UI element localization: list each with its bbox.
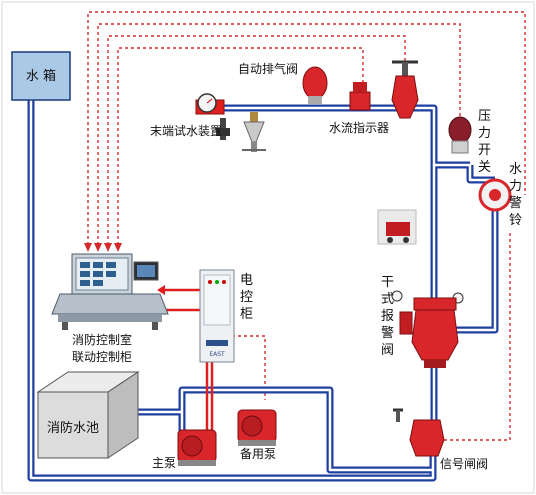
- standby-pump: [237, 409, 277, 446]
- end-test-device-label: 末端试水装置: [150, 123, 222, 138]
- sprinkler-head-icon: [242, 112, 266, 152]
- svg-text:式: 式: [381, 292, 394, 307]
- signal-line-alarm-bell: [87, 11, 526, 245]
- signal-lines: [87, 11, 526, 441]
- svg-text:力: 力: [509, 179, 522, 194]
- svg-text:铃: 铃: [509, 213, 522, 228]
- dry-alarm-valve-label: 干 式 报 警 阀: [381, 275, 394, 358]
- gate-valve-top: [391, 60, 419, 119]
- svg-text:警: 警: [381, 325, 394, 341]
- pressure-switch: [448, 116, 472, 154]
- cabinet-brand: EAST: [209, 351, 225, 358]
- power-lines: [165, 288, 214, 435]
- svg-text:关: 关: [478, 160, 491, 175]
- end-test-device: [195, 93, 230, 140]
- svg-text:开: 开: [478, 143, 491, 158]
- svg-text:力: 力: [478, 126, 491, 141]
- control-room-label-1: 消防控制室: [72, 332, 132, 347]
- signal-line-gate-valve: [107, 35, 406, 245]
- auto-exhaust-valve-label: 自动排气阀: [238, 61, 298, 76]
- flow-indicator-label: 水流指示器: [329, 120, 389, 135]
- svg-text:报: 报: [381, 309, 394, 324]
- water-tank-label: 水 箱: [26, 68, 56, 84]
- signal-gate-valve: [393, 408, 445, 457]
- signal-gate-valve-label: 信号闸阀: [440, 457, 488, 471]
- control-room-label-2: 联动控制柜: [72, 350, 132, 364]
- svg-text:干: 干: [381, 275, 394, 290]
- signal-line-pressure-switch: [97, 23, 461, 245]
- main-pump: [177, 429, 217, 466]
- water-alarm-bell-label: 水 力 警 铃: [509, 162, 522, 228]
- svg-text:电: 电: [240, 273, 253, 288]
- flow-indicator: [349, 82, 371, 111]
- standby-pump-label: 备用泵: [240, 447, 276, 461]
- auto-exhaust-valve: [302, 66, 328, 104]
- signal-line-flow-indicator: [117, 47, 364, 245]
- electric-cabinet-label: 电 控 柜: [240, 273, 253, 322]
- signal-line-signal-valve: [420, 230, 511, 441]
- water-tank: 水 箱: [11, 51, 71, 101]
- svg-text:水: 水: [509, 162, 522, 177]
- electric-control-cabinet: EAST: [199, 269, 235, 363]
- svg-text:阀: 阀: [381, 343, 394, 358]
- svg-text:控: 控: [240, 290, 253, 305]
- control-room-console: [51, 253, 169, 330]
- signal-line-standby-pump: [232, 335, 266, 400]
- dry-alarm-valve: [391, 290, 464, 368]
- pipe-network: [27, 100, 499, 482]
- fire-pool: 消防水池: [36, 371, 140, 459]
- water-alarm-bell: [478, 178, 512, 212]
- svg-text:警: 警: [509, 195, 522, 211]
- signal-arrows: [84, 243, 122, 252]
- svg-text:压: 压: [478, 109, 491, 124]
- main-pump-label: 主泵: [152, 456, 176, 470]
- air-compressor-photo: [377, 209, 417, 245]
- pressure-switch-label: 压 力 开 关: [478, 109, 491, 175]
- fire-pool-label: 消防水池: [47, 420, 99, 436]
- svg-text:柜: 柜: [240, 307, 253, 322]
